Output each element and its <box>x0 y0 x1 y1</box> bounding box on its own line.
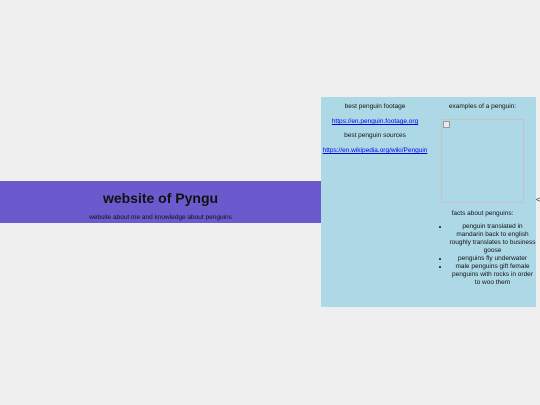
fact-item: penguins fly underwater <box>449 255 536 263</box>
fact-item: male penguins gift female penguins with … <box>449 263 536 287</box>
sources-heading: best penguin sources <box>344 132 406 139</box>
sources-link[interactable]: https://en.wikipedia.org/wiki/Penguin <box>322 147 428 154</box>
penguin-info-panel: best penguin footage https://en.penguin.… <box>321 97 536 307</box>
page-title: website of Pyngu <box>102 190 219 206</box>
broken-image-icon <box>443 121 450 128</box>
edge-caret-mark: < <box>536 197 540 204</box>
fact-item: penguin translated in mandarin back to e… <box>449 223 536 255</box>
footage-heading: best penguin footage <box>344 103 406 110</box>
examples-heading: examples of a penguin: <box>448 103 517 110</box>
facts-heading: facts about penguins: <box>451 210 514 217</box>
facts-list: penguin translated in mandarin back to e… <box>433 223 536 287</box>
footage-link[interactable]: https://en.penguin.footage.org <box>331 118 419 125</box>
penguin-image <box>441 119 524 203</box>
page-subtitle: website about me and knowledge about pen… <box>89 214 232 221</box>
site-banner: website of Pyngu website about me and kn… <box>0 181 321 223</box>
